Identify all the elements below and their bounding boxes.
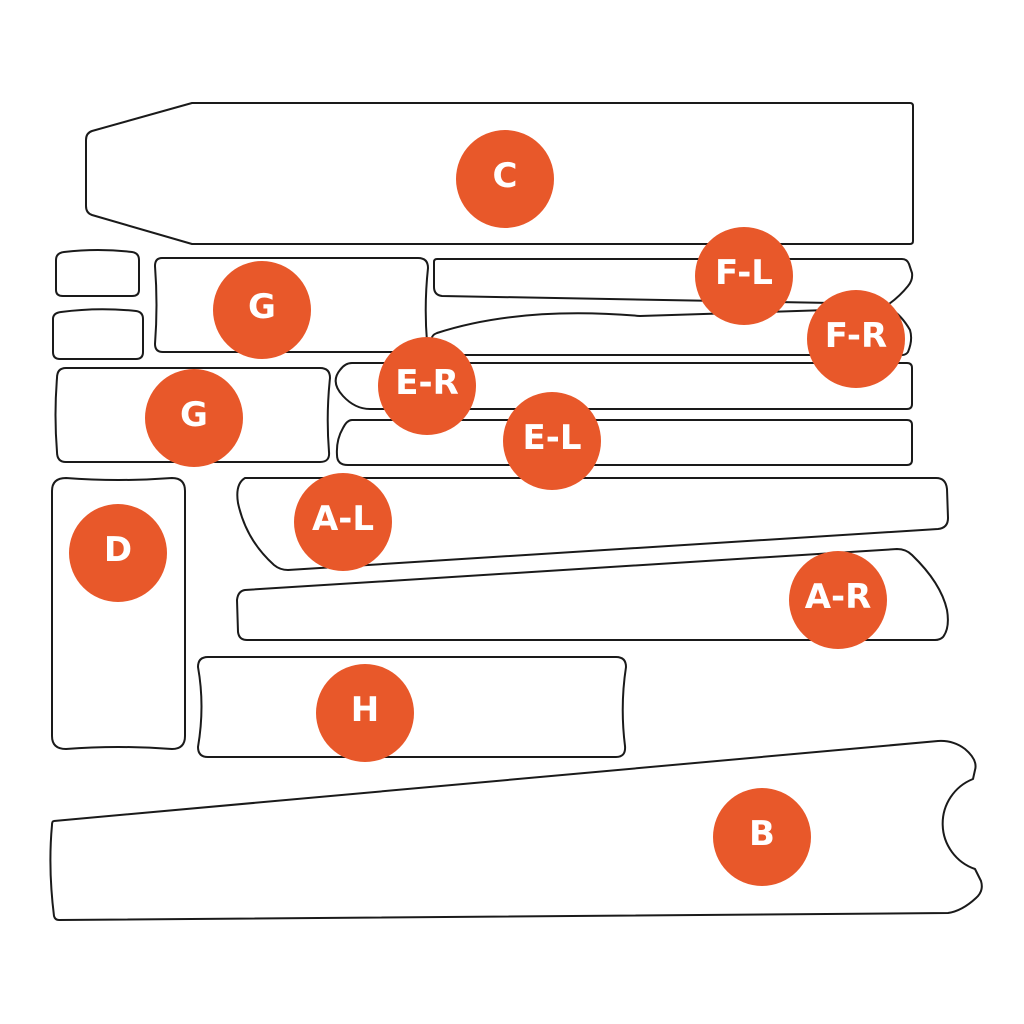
badge-label: C (493, 156, 518, 196)
piece-small-block-top (55, 249, 140, 297)
piece-e-l (335, 419, 913, 466)
badge-label: G (248, 287, 276, 327)
badge-circle (145, 369, 243, 467)
piece-e-r (334, 362, 913, 410)
badge-label: F-L (715, 253, 773, 293)
badge-e-l: E-L (503, 392, 601, 490)
badge-circle (69, 504, 167, 602)
badge-f-r: F-R (807, 290, 905, 388)
badge-circle (294, 473, 392, 571)
badge-label: A-R (805, 577, 872, 617)
badge-e-r: E-R (378, 337, 476, 435)
badge-circle (695, 227, 793, 325)
piece-small-block-bottom (52, 308, 144, 360)
badge-circle (316, 664, 414, 762)
badge-b: B (713, 788, 811, 886)
badge-label: H (351, 690, 379, 730)
badge-a-l: A-L (294, 473, 392, 571)
badge-d: D (69, 504, 167, 602)
badge-circle (503, 392, 601, 490)
badge-label: D (104, 530, 132, 570)
piece-a-r (236, 548, 949, 641)
badge-a-r: A-R (789, 551, 887, 649)
badge-label: E-L (522, 418, 581, 458)
piece-a-l (236, 477, 949, 571)
badge-label: E-R (395, 363, 459, 403)
badge-label: B (749, 814, 775, 854)
badge-g-upper: G (213, 261, 311, 359)
badge-circle (456, 130, 554, 228)
badge-label: G (180, 395, 208, 435)
badge-label: F-R (825, 316, 887, 356)
badge-label: A-L (312, 499, 374, 539)
badge-h: H (316, 664, 414, 762)
badge-g-lower: G (145, 369, 243, 467)
badge-c: C (456, 130, 554, 228)
badge-circle (713, 788, 811, 886)
badge-circle (807, 290, 905, 388)
badge-circle (789, 551, 887, 649)
badge-circle (213, 261, 311, 359)
badge-circle (378, 337, 476, 435)
badge-f-l: F-L (695, 227, 793, 325)
